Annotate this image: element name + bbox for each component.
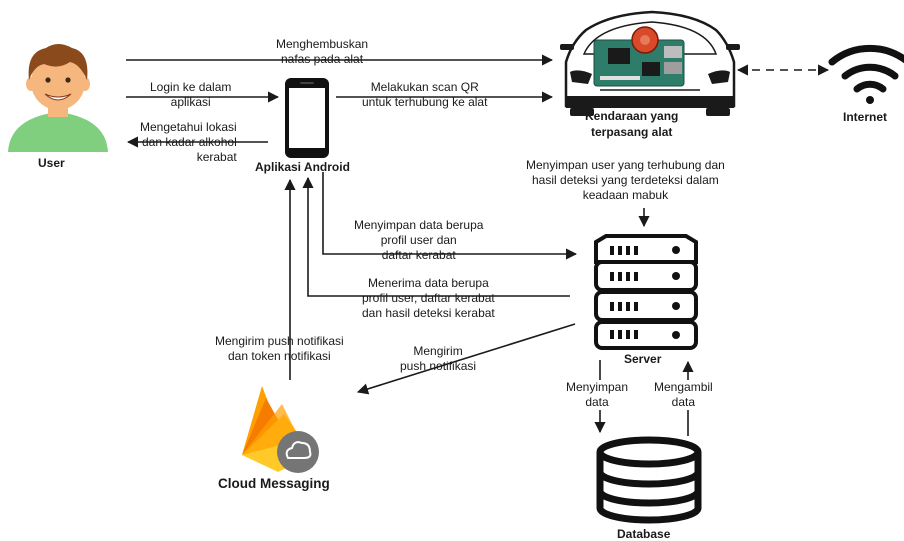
- node-server-label: Server: [624, 352, 662, 366]
- edge-db-fetch-line-1: Mengambil: [654, 380, 713, 394]
- node-vehicle-line-1: Kendaraan yang: [585, 109, 679, 123]
- edge-db-store-label: Menyimpan data: [566, 380, 629, 410]
- edge-store-profile-line-3: daftar kerabat: [381, 248, 456, 262]
- arrow-store-profile: [322, 172, 578, 260]
- edge-breath-line-2: nafas pada alat: [280, 52, 364, 66]
- edge-scan-qr-label: Melakukan scan QR untuk terhubung ke ala…: [362, 80, 487, 110]
- edge-store-user-line-3: keadaan mabuk: [582, 188, 669, 202]
- edge-store-profile-line-2: profil user dan: [380, 233, 457, 247]
- edge-receive-data-line-1: Menerima data berupa: [368, 276, 489, 290]
- node-database-label: Database: [617, 527, 671, 541]
- wifi-icon: [828, 45, 904, 104]
- edge-store-profile-line-1: Menyimpan data berupa: [354, 218, 484, 232]
- node-internet-label: Internet: [843, 110, 888, 124]
- edge-know-location-line-1: Mengetahui lokasi: [140, 120, 237, 134]
- node-user-label: User: [38, 156, 65, 170]
- edge-send-push-token-label: Mengirim push notifikasi dan token notif…: [215, 334, 344, 364]
- edge-db-fetch-label: Mengambil data: [654, 380, 713, 410]
- node-android-label: Aplikasi Android: [255, 160, 350, 174]
- connector-lines: [126, 54, 830, 436]
- edge-receive-data-line-2: profil user, daftar kerabat: [362, 291, 495, 305]
- arrow-receive-data: [302, 176, 570, 297]
- edge-store-user-line-1: Menyimpan user yang terhubung dan: [526, 158, 725, 172]
- database-icon: [596, 436, 702, 524]
- edge-breath-line-1: Menghembuskan: [276, 37, 369, 51]
- edge-scan-qr-line-1: Melakukan scan QR: [370, 80, 479, 94]
- cloud-messaging-icon: [242, 386, 319, 473]
- edge-know-location-label: Mengetahui lokasi dan kadar alkohol kera…: [140, 120, 237, 165]
- edge-login-line-2: aplikasi: [170, 95, 211, 109]
- edge-store-user-label: Menyimpan user yang terhubung dan hasil …: [526, 158, 725, 203]
- server-icon: [594, 234, 698, 350]
- user-icon: [8, 44, 108, 152]
- edge-store-profile-label: Menyimpan data berupa profil user dan da…: [354, 218, 483, 263]
- edge-store-user-line-2: hasil deteksi yang terdeteksi dalam: [532, 173, 719, 187]
- car-icon: [560, 10, 740, 116]
- node-fcm-label: Cloud Messaging: [218, 476, 330, 491]
- node-vehicle-label: Kendaraan yang terpasang alat: [585, 108, 678, 140]
- edge-login-label: Login ke dalam aplikasi: [150, 80, 231, 110]
- node-vehicle-line-2: terpasang alat: [591, 125, 673, 139]
- edge-db-fetch-line-2: data: [671, 395, 696, 409]
- edge-db-store-line-1: Menyimpan: [566, 380, 629, 394]
- edge-send-push-line-2: push notifikasi: [400, 359, 477, 373]
- edge-receive-data-line-3: dan hasil deteksi kerabat: [362, 306, 495, 320]
- phone-icon: [285, 78, 329, 158]
- edge-login-line-1: Login ke dalam: [150, 80, 232, 94]
- edge-db-store-line-2: data: [585, 395, 609, 409]
- edge-know-location-line-3: kerabat: [196, 150, 237, 164]
- edge-scan-qr-line-2: untuk terhubung ke alat: [362, 95, 488, 109]
- edge-send-push-line-1: Mengirim: [413, 344, 463, 358]
- edge-receive-data-label: Menerima data berupa profil user, daftar…: [362, 276, 495, 321]
- edge-send-push-label: Mengirim push notifikasi: [400, 344, 476, 374]
- edge-send-push-token-line-1: Mengirim push notifikasi: [215, 334, 344, 348]
- edge-breath-label: Menghembuskan nafas pada alat: [276, 37, 368, 67]
- edge-send-push-token-line-2: dan token notifikasi: [227, 349, 331, 363]
- arrow-send-push: [356, 323, 576, 395]
- edge-know-location-line-2: dan kadar alkohol: [142, 135, 237, 149]
